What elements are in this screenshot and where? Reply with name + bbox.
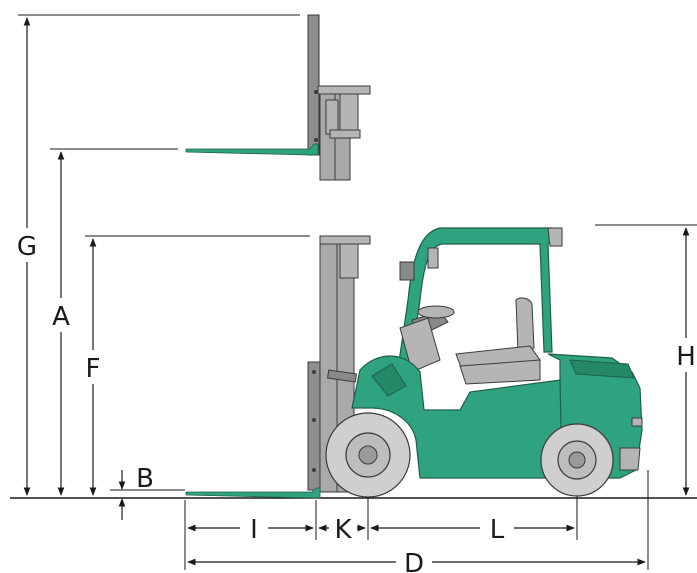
- label-l: L: [490, 515, 505, 545]
- label-g: G: [17, 232, 37, 262]
- label-d: D: [404, 549, 424, 573]
- label-b: B: [136, 464, 154, 494]
- raised-mast: [307, 14, 371, 181]
- forklift-truck: [325, 227, 643, 498]
- label-a: A: [52, 302, 70, 332]
- lowered-fork: [185, 487, 321, 499]
- label-k: K: [334, 515, 352, 545]
- label-i: I: [250, 515, 258, 545]
- label-h: H: [676, 342, 696, 372]
- raised-fork: [185, 143, 319, 156]
- label-f: F: [86, 354, 101, 384]
